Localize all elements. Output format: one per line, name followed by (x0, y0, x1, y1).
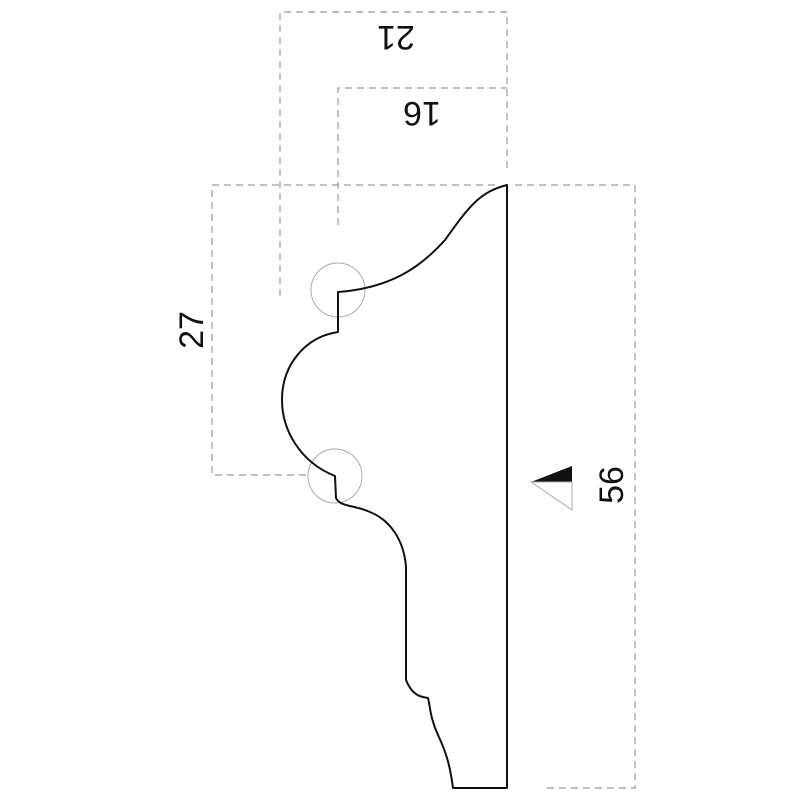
dimension-56 (515, 184, 636, 789)
label-16: 16 (403, 94, 441, 132)
detail-circle-lower (307, 448, 363, 504)
dimension-16 (337, 87, 507, 225)
half-filled-triangle-icon (529, 466, 573, 511)
molding-profile-outline (281, 184, 508, 789)
dimension-21 (279, 11, 508, 296)
label-56: 56 (593, 466, 631, 504)
label-27: 27 (173, 311, 211, 349)
label-21: 21 (377, 18, 415, 56)
